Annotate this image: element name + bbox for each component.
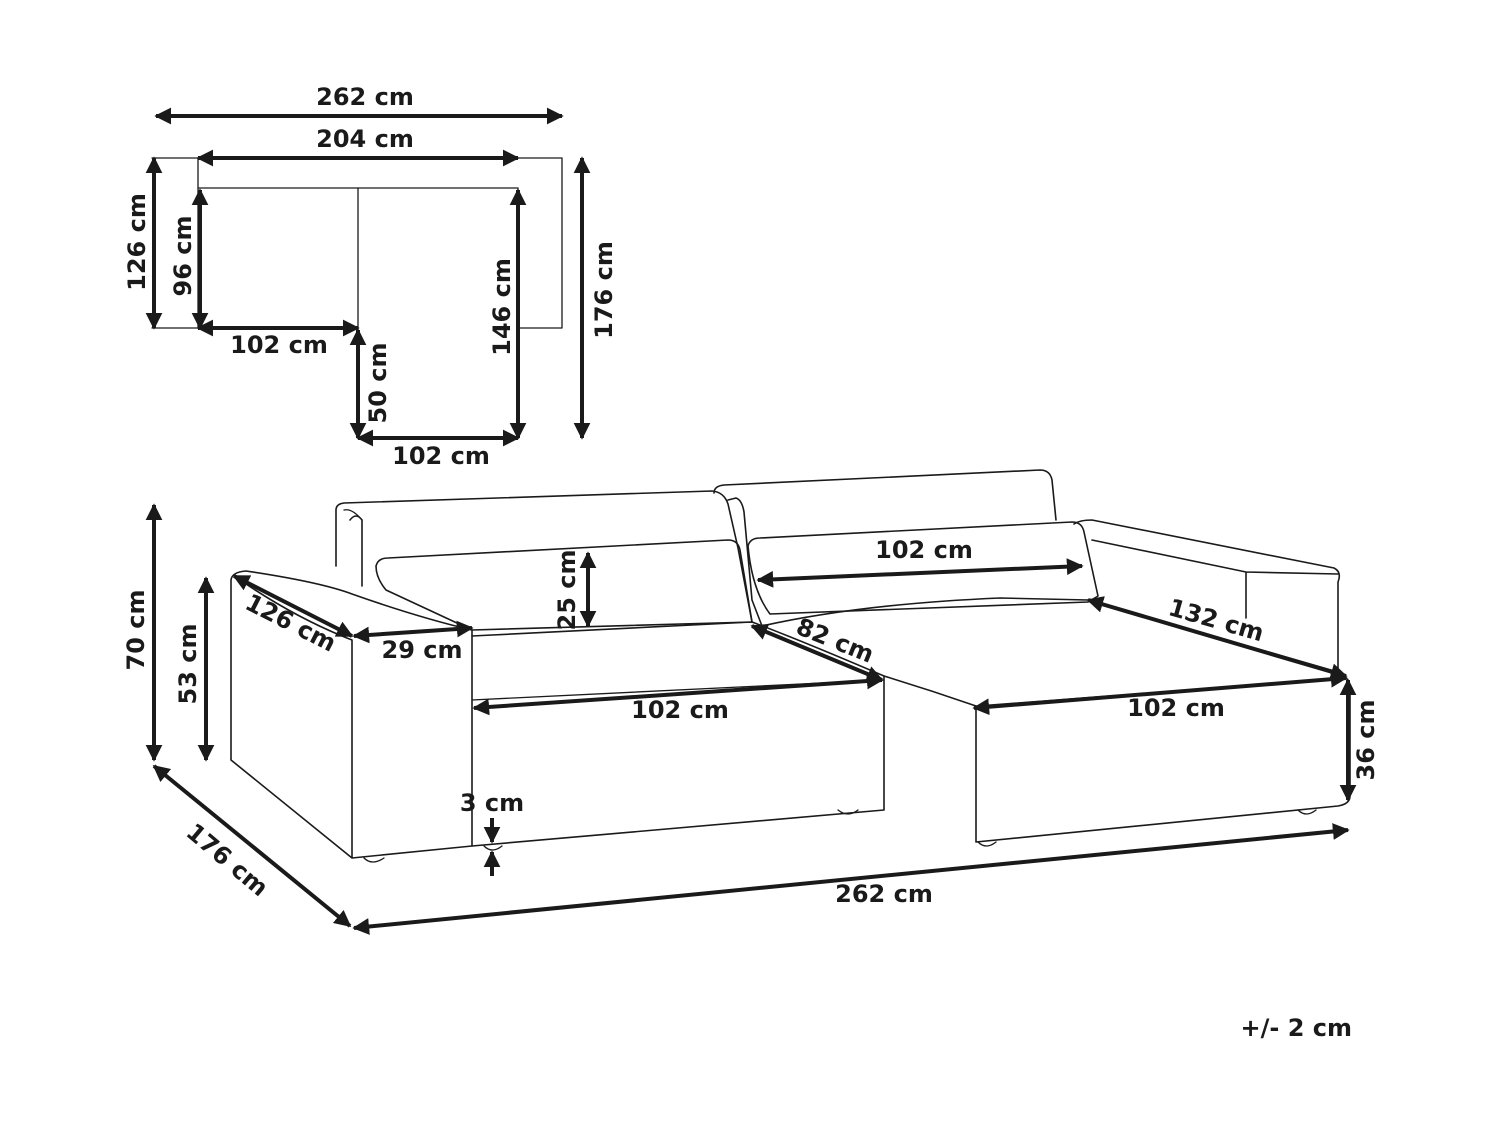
label-seat-width-left: 102 cm bbox=[631, 696, 729, 724]
label-cushion-width: 102 cm bbox=[875, 536, 973, 564]
label-cushion-height: 25 cm bbox=[553, 550, 581, 631]
label-seat-height: 36 cm bbox=[1352, 700, 1380, 781]
label-top-chaise-inner-depth: 146 cm bbox=[488, 258, 516, 356]
label-top-inner-width: 204 cm bbox=[316, 125, 414, 153]
label-top-left-seat-width: 102 cm bbox=[230, 331, 328, 359]
dim-chaise-length-line bbox=[1086, 596, 1348, 680]
label-top-left-depth: 126 cm bbox=[123, 193, 151, 291]
left-cushion bbox=[375, 539, 753, 631]
label-leg-height: 3 cm bbox=[460, 789, 524, 817]
foot-middle bbox=[837, 809, 859, 815]
perspective-dimension-lines bbox=[145, 503, 1357, 935]
right-backrest bbox=[713, 469, 1057, 627]
label-arm-width: 29 cm bbox=[382, 636, 463, 664]
label-seat-width-right: 102 cm bbox=[1127, 694, 1225, 722]
label-side-depth: 176 cm bbox=[181, 818, 274, 902]
dim-seat-width-left-line bbox=[472, 672, 884, 716]
dim-seat-width-right-line bbox=[972, 670, 1348, 716]
label-height-arm: 53 cm bbox=[174, 624, 202, 705]
top-view-labels: 262 cm 204 cm 126 cm 96 cm 102 cm 50 cm … bbox=[123, 83, 618, 470]
dim-arm-depth-line bbox=[232, 574, 354, 638]
left-backrest-top-edge bbox=[343, 509, 363, 521]
foot-chaise-front bbox=[977, 841, 997, 847]
label-front-width: 262 cm bbox=[835, 880, 933, 908]
label-top-left-inner-depth: 96 cm bbox=[169, 216, 197, 297]
foot-left-front bbox=[363, 857, 385, 863]
label-top-chaise-width: 102 cm bbox=[392, 442, 490, 470]
sofa-perspective bbox=[230, 469, 1351, 863]
top-view-ext-right bbox=[517, 157, 563, 329]
foot-chaise-right bbox=[1297, 809, 1317, 815]
label-top-width: 262 cm bbox=[316, 83, 414, 111]
dim-back-seat-depth-line bbox=[750, 624, 884, 682]
label-top-total-depth: 176 cm bbox=[590, 241, 618, 339]
foot-left-middle bbox=[483, 845, 503, 851]
left-backrest bbox=[335, 490, 753, 623]
label-top-notch-depth: 50 cm bbox=[364, 343, 392, 424]
dim-side-depth-line bbox=[152, 764, 352, 928]
top-view-dimension-lines bbox=[145, 107, 591, 447]
top-view-ext-left bbox=[151, 157, 199, 189]
label-height-total: 70 cm bbox=[122, 590, 150, 671]
right-arm bbox=[1073, 519, 1341, 673]
dim-front-width-line bbox=[352, 823, 1350, 935]
dim-cushion-width-line bbox=[756, 558, 1084, 588]
dim-arm-width-line bbox=[352, 620, 474, 644]
tolerance-note: +/- 2 cm bbox=[1241, 1014, 1352, 1042]
